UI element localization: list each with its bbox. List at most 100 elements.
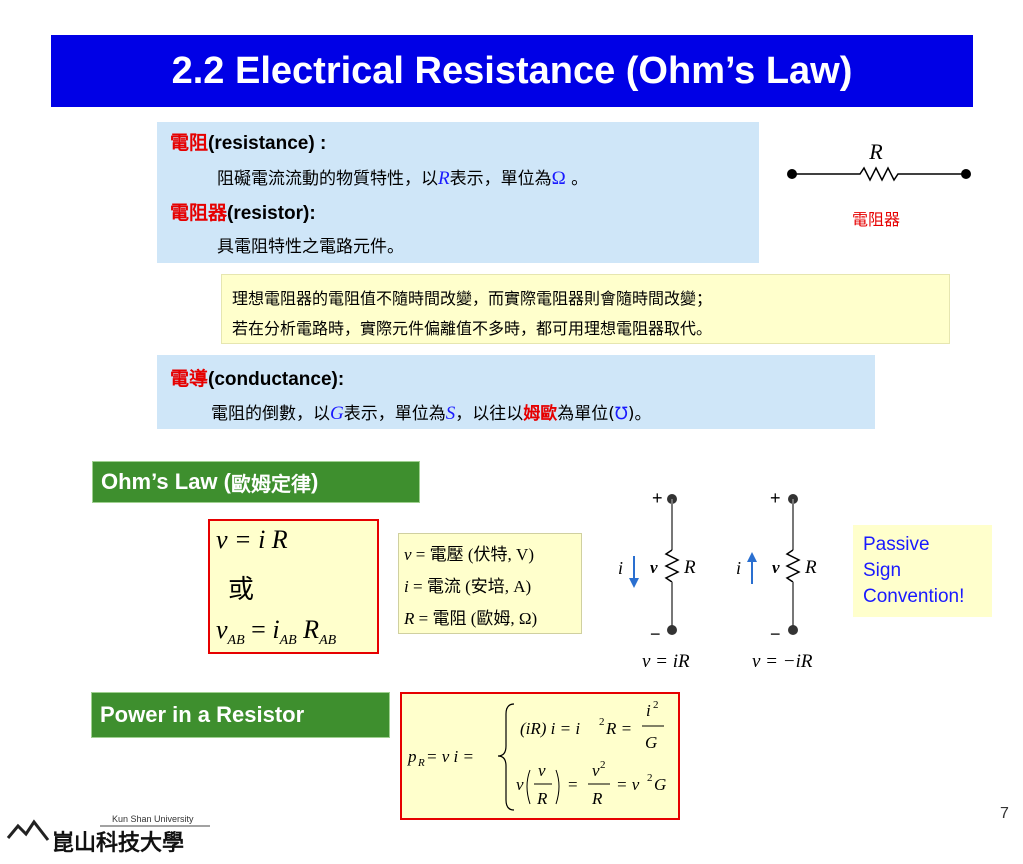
power-frac2-num: v [538, 761, 546, 780]
resistor-zigzag [792, 166, 966, 182]
power-row2-tail-sup: 2 [647, 772, 653, 784]
voltage-label-right: v [772, 558, 780, 577]
minus-sign-left: − [650, 624, 661, 644]
resistance-term-en: (resistance) : [208, 133, 327, 154]
university-logo-graphic: Kun Shan University 崑山科技大學 [6, 814, 210, 856]
current-definition: i = 電流 (安培, A) [404, 572, 531, 597]
passive-line-2: Sign [863, 560, 902, 581]
passive-sign-circuits: + − i v R v = iR + − i v R v = −iR [618, 488, 817, 672]
voltage-text: = 電壓 (伏特, V) [411, 545, 534, 564]
resistance-definition-box: 電阻(resistance) : 阻礙電流流動的物質特性，以R表示，單位為Ω 。… [157, 122, 759, 263]
terminal-bottom-left [667, 625, 677, 635]
minus-sign-right: − [770, 624, 781, 644]
eq-R: R [303, 615, 320, 644]
ohms-law-label-cjk: 歐姆定律 [230, 471, 311, 496]
resistor-diagram: R 電阻器 [787, 139, 971, 229]
power-frac1-sup: 2 [653, 699, 659, 711]
power-lhs-sub: R [417, 757, 425, 769]
symbol-definitions: v = 電壓 (伏特, V) i = 電流 (安培, A) R = 電阻 (歐姆… [398, 533, 582, 634]
plus-sign-left: + [652, 488, 663, 508]
power-lhs-rest: = v i = [426, 747, 474, 766]
current-label-left: i [618, 558, 623, 578]
ohms-law-equation-ab: vAB = iAB RAB [216, 615, 336, 649]
university-logo: Kun Shan University 崑山科技大學 [4, 800, 224, 860]
note-line-2: 若在分析電路時，實際元件偏離值不多時，都可用理想電阻器取代。 [232, 319, 713, 338]
university-name-cjk: 崑山科技大學 [52, 830, 184, 856]
conductance-def-post1: 為單位( [557, 404, 615, 424]
university-name: Kun Shan University [112, 814, 194, 824]
eq-v-sub: AB [227, 633, 245, 649]
resistor-caption: 電阻器 [852, 210, 900, 229]
power-row1-mid: R = [605, 719, 632, 738]
terminal-bottom-right [788, 625, 798, 635]
ideal-resistor-note: 理想電阻器的電阻值不隨時間改變，而實際電阻器則會隨時間改變； 若在分析電路時，實… [221, 274, 950, 344]
power-label-text: Power in a Resistor [100, 702, 305, 727]
conductance-term: 電導(conductance): [170, 364, 344, 391]
power-row2-v: v [516, 775, 524, 794]
resistance-text: = 電阻 (歐姆, Ω) [414, 609, 538, 628]
power-equation: p R = v i = (iR) i = i 2 R = i 2 G v v R… [407, 699, 666, 811]
current-arrowhead-down [629, 578, 639, 588]
equation-right: v = −iR [752, 651, 813, 672]
voltage-definition: v = 電壓 (伏特, V) [404, 540, 534, 565]
power-row2-tail-G: G [654, 775, 666, 794]
resistance-unit-definition: R = 電阻 (歐姆, Ω) [404, 604, 537, 629]
power-row2-tail: = v [616, 775, 640, 794]
mho-unit-cjk: 姆歐 [523, 404, 558, 424]
equation-left: v = iR [642, 651, 690, 672]
power-brace [497, 703, 515, 811]
power-in-resistor-label: Power in a Resistor [91, 692, 390, 738]
resistor-term-en: (resistor): [227, 203, 316, 224]
ohms-law-label: Ohm’s Law (歐姆定律) [92, 461, 420, 503]
circuit-right: + − i v R v = −iR [736, 488, 817, 672]
page-number: 7 [1000, 805, 1009, 822]
power-frac1-den: G [645, 733, 657, 752]
resistance-symbol: R [438, 168, 450, 189]
ohms-law-label-en: Ohm’s Law ( [101, 469, 231, 494]
resistance-def-post: 。 [565, 169, 589, 189]
conductance-term-en: (conductance): [208, 369, 345, 390]
conductance-def-post2: )。 [627, 404, 652, 424]
resistor-definition: 具電阻特性之電路元件。 [217, 237, 404, 257]
eq-v: v [216, 615, 228, 644]
siemens-unit: S [445, 403, 456, 424]
eq-equals: = [244, 615, 273, 644]
power-frac3-den: R [591, 789, 603, 808]
eq-i: i [272, 615, 280, 644]
passive-line-3: Convention! [863, 586, 965, 607]
circuit-left: + − i v R v = iR [618, 488, 696, 672]
slide-title-text: 2.2 Electrical Resistance (Ohm’s Law) [171, 49, 853, 92]
current-arrowhead-up [747, 552, 757, 562]
ohm-unit: Ω [551, 168, 566, 189]
power-equation-box: p R = v i = (iR) i = i 2 R = i 2 G v v R… [400, 692, 680, 820]
conductance-definition-box: 電導(conductance): 電阻的倒數，以G表示，單位為S，以往以姆歐為單… [157, 355, 875, 429]
power-frac1-num: i [646, 701, 651, 720]
current-symbol: i [404, 577, 409, 596]
resistor-term-cjk: 電阻器 [170, 202, 228, 224]
conductance-def-pre: 電阻的倒數，以 [211, 404, 330, 424]
power-paren-open [526, 769, 531, 805]
slide-title: 2.2 Electrical Resistance (Ohm’s Law) [51, 35, 973, 107]
passive-line-1: Passive [863, 534, 930, 555]
voltage-symbol: v [404, 545, 412, 564]
power-row1-left: (iR) i = i [520, 719, 580, 738]
power-frac3-num: v [592, 761, 600, 780]
conductance-term-cjk: 電導 [170, 368, 209, 390]
resistance-symbol-def: R [404, 609, 415, 628]
resistor-label: R [868, 139, 883, 164]
power-frac2-den: R [536, 789, 548, 808]
resistance-term-cjk: 電阻 [170, 132, 209, 154]
eq-i-sub: AB [279, 633, 297, 649]
power-lhs-p: p [407, 747, 417, 766]
conductance-definition: 電阻的倒數，以G表示，單位為S，以往以姆歐為單位(℧)。 [211, 399, 652, 425]
power-frac3-sup: 2 [600, 759, 606, 771]
note-line-1: 理想電阻器的電阻值不隨時間改變，而實際電阻器則會隨時間改變； [232, 289, 713, 308]
logo-mark-icon [6, 819, 50, 841]
resistor-label-left: R [683, 557, 696, 578]
ohms-law-equation-box: v = i R 或 vAB = iAB RAB [208, 519, 379, 654]
conductance-def-mid2: ，以往以 [455, 404, 524, 424]
power-row2-eq: = [568, 775, 578, 794]
current-label-right: i [736, 558, 741, 578]
power-paren-close [555, 769, 560, 805]
conductance-def-mid: 表示，單位為 [343, 404, 446, 424]
